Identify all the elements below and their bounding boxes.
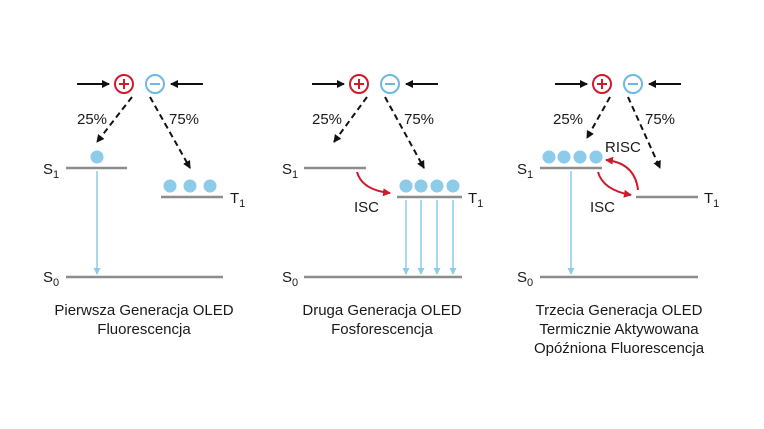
t1-label: T1: [704, 190, 719, 210]
risc-transfer-arrow: [605, 156, 639, 191]
caption-line: Fluorescencja: [97, 321, 191, 338]
exciton-dot: [183, 179, 197, 193]
singlet-percent: 25%: [553, 111, 583, 128]
caption-line: Druga Generacja OLED: [302, 302, 462, 319]
exciton-dot: [557, 150, 571, 164]
triplet-percent: 75%: [404, 111, 434, 128]
caption-line: Termicznie Aktywowana: [539, 321, 699, 338]
isc-label: ISC: [354, 199, 379, 216]
singlet-percent: 25%: [312, 111, 342, 128]
hole-icon: [349, 74, 369, 94]
electron-icon: [380, 74, 400, 94]
caption-line: Opóźniona Fluorescencja: [533, 340, 705, 357]
triplet-path-arrow: [384, 96, 425, 169]
isc-label: ISC: [590, 199, 615, 216]
s0-label: S0: [43, 269, 59, 289]
panel-first-generation: 25% 75% S1 T1 S0: [43, 74, 245, 289]
hole-icon: [592, 74, 612, 94]
caption-second-generation: Druga Generacja OLED Fosforescencja: [257, 301, 507, 339]
electron-icon: [145, 74, 165, 94]
triplet-percent: 75%: [169, 111, 199, 128]
hole-icon: [114, 74, 134, 94]
s0-label: S0: [282, 269, 298, 289]
risc-label: RISC: [605, 139, 641, 156]
caption-line: Trzecia Generacja OLED: [535, 302, 703, 319]
panel-third-generation: 25% 75% RISC ISC S1 T1 S0: [517, 74, 719, 289]
caption-line: Pierwsza Generacja OLED: [54, 302, 234, 319]
t1-label: T1: [230, 190, 245, 210]
caption-line: Fosforescencja: [331, 321, 433, 338]
exciton-dot: [414, 179, 428, 193]
isc-transfer-arrow: [356, 171, 391, 197]
t1-label: T1: [468, 190, 483, 210]
exciton-dot: [446, 179, 460, 193]
singlet-path-arrow: [586, 96, 611, 139]
exciton-dot: [589, 150, 603, 164]
caption-third-generation: Trzecia Generacja OLED Termicznie Aktywo…: [494, 301, 744, 358]
panel-second-generation: 25% 75% ISC S1 T1 S0: [282, 74, 483, 289]
isc-transfer-arrow: [597, 171, 632, 198]
s0-label: S0: [517, 269, 533, 289]
triplet-path-arrow: [627, 96, 661, 169]
singlet-percent: 25%: [77, 111, 107, 128]
exciton-dot: [163, 179, 177, 193]
exciton-dot: [542, 150, 556, 164]
triplet-percent: 75%: [645, 111, 675, 128]
s1-label: S1: [282, 161, 298, 181]
s1-label: S1: [43, 161, 59, 181]
exciton-dot: [203, 179, 217, 193]
exciton-dot: [399, 179, 413, 193]
triplet-path-arrow: [149, 96, 191, 169]
s1-label: S1: [517, 161, 533, 181]
exciton-dot: [573, 150, 587, 164]
caption-first-generation: Pierwsza Generacja OLED Fluorescencja: [19, 301, 269, 339]
exciton-dot: [430, 179, 444, 193]
electron-icon: [623, 74, 643, 94]
exciton-dot: [90, 150, 104, 164]
